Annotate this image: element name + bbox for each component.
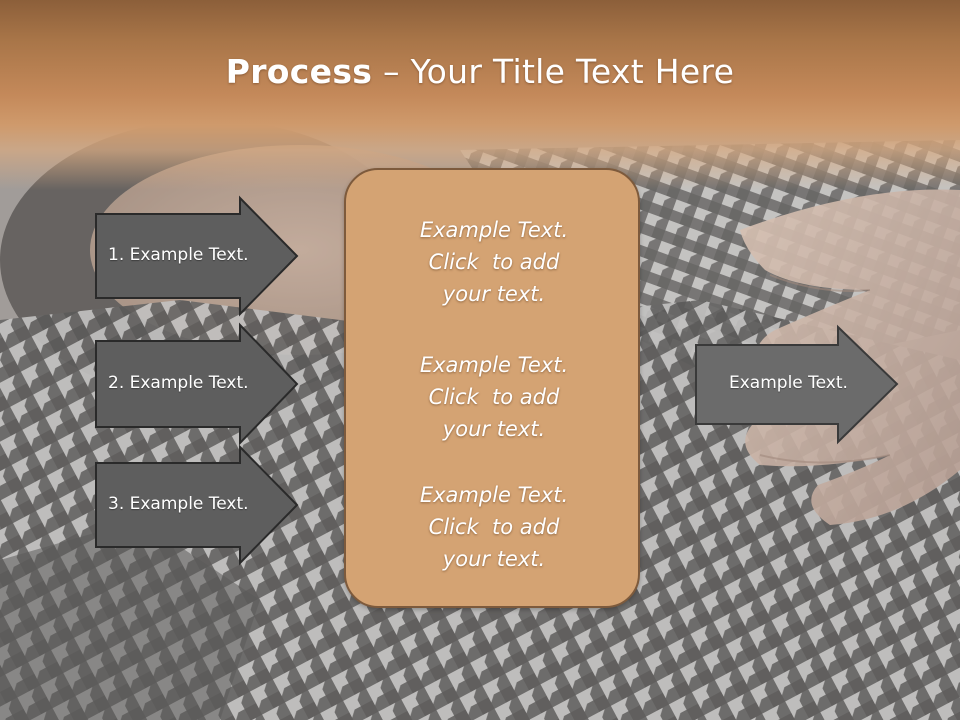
title-band [0,0,960,190]
right-arrow-label: Example Text. [729,373,848,393]
center-paragraph-3: Example Text. Click to add your text. [346,479,642,575]
center-p2-line-3: your text. [442,417,546,441]
center-p2-line-2: Click to add [428,385,560,409]
center-paragraph-2: Example Text. Click to add your text. [346,349,642,445]
left-arrow-3[interactable] [95,444,299,566]
center-p1-line-3: your text. [442,282,546,306]
center-text-box[interactable]: Example Text. Click to add your text. Ex… [344,168,640,608]
center-p3-line-1: Example Text. [419,483,569,507]
left-arrow-3-label: 3. Example Text. [108,494,249,514]
title-rest: – Your Title Text Here [372,52,735,91]
center-p3-line-2: Click to add [428,515,560,539]
slide-title[interactable]: Process – Your Title Text Here [0,52,960,91]
right-arrow[interactable] [695,324,899,445]
title-bold: Process [225,52,373,91]
left-arrow-1-label: 1. Example Text. [108,245,249,265]
center-paragraph-1: Example Text. Click to add your text. [346,214,642,310]
center-p3-line-3: your text. [442,547,546,571]
left-arrow-2-label: 2. Example Text. [108,373,249,393]
center-p1-line-2: Click to add [428,250,560,274]
center-p2-line-1: Example Text. [419,353,569,377]
left-arrow-2[interactable] [95,322,299,446]
left-arrow-1[interactable] [95,195,299,317]
center-p1-line-1: Example Text. [419,218,569,242]
